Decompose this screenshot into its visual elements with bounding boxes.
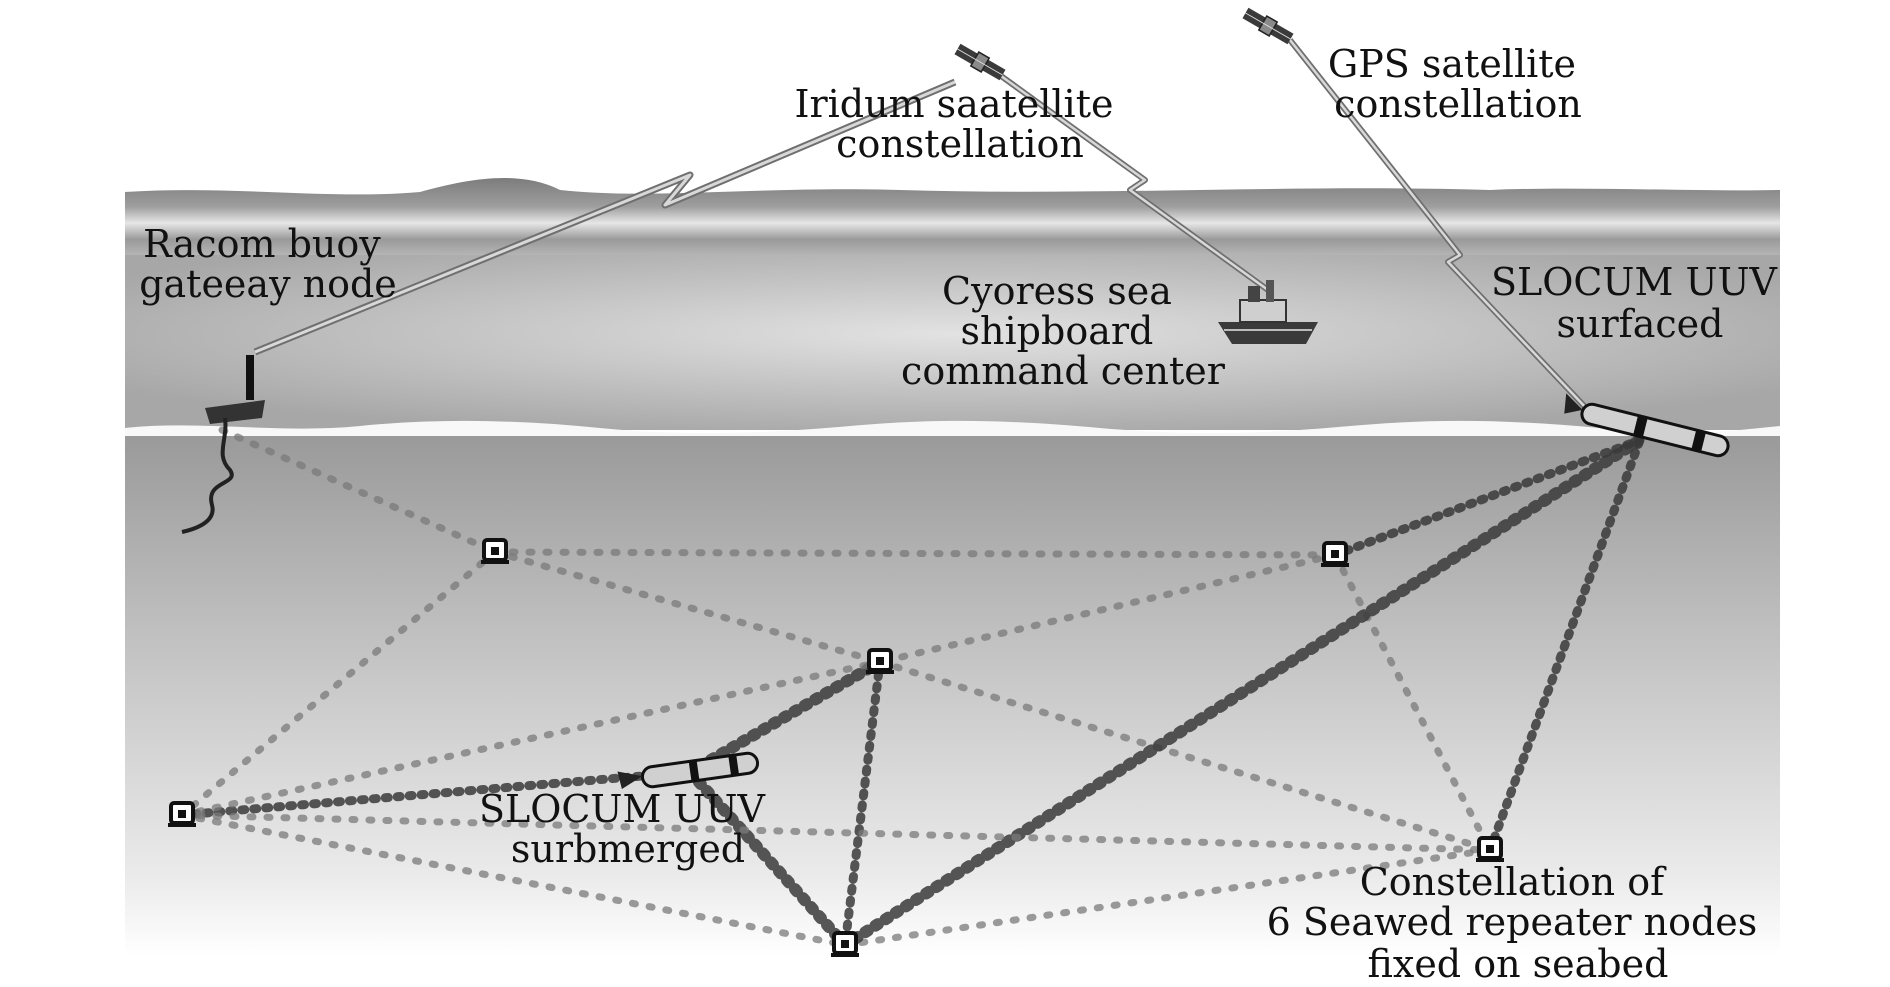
acoustic-link-n1-n2 [491, 548, 1339, 559]
uuv-surfaced-icon [1564, 393, 1730, 458]
repeater-node-icon [168, 801, 196, 827]
acoustic-link-n2-uuvS [1330, 435, 1645, 560]
uuv-surfaced-label: SLOCUM UUV surfaced [1491, 260, 1789, 346]
repeater-nodes [168, 538, 1504, 957]
ship-icon [1218, 280, 1318, 344]
repeater-node-icon [481, 538, 509, 564]
acoustic-link-n3-uuvSub [684, 656, 886, 778]
repeater-node-icon [866, 648, 894, 674]
uuv-submerged-label: SLOCUM UUV surbmerged [479, 787, 777, 871]
buoy-to-iridium-link [253, 78, 957, 356]
satellite-icon [954, 43, 1006, 81]
acoustic-links [177, 426, 1646, 951]
buoy-icon [181, 355, 265, 534]
constellation-label: Constellation of 6 Seawed repeater nodes… [1267, 860, 1770, 986]
sea-surface [125, 255, 1780, 430]
repeater-node-icon [1476, 836, 1504, 862]
acoustic-link-n3-n5 [840, 657, 885, 950]
labels: Iridum saatellite constellation GPS sate… [139, 42, 1789, 986]
iridium-to-ship-link [988, 65, 1270, 293]
acoustic-link-n4-n3 [178, 658, 884, 819]
acoustic-link-n6-uuvS [1485, 435, 1645, 855]
acoustic-link-n4-n6 [178, 811, 1494, 854]
iridium-label: Iridum saatellite constellation [794, 82, 1125, 166]
repeater-node-icon [831, 931, 859, 957]
acoustic-link-buoy-n1 [218, 426, 499, 556]
acoustic-link-n5-uuvS [839, 434, 1646, 951]
radio-links [253, 38, 1591, 413]
acoustic-link-n4-n5 [178, 811, 849, 949]
uuv-submerged-icon [617, 751, 760, 790]
racom-buoy-label: Racom buoy gateeay node [139, 222, 397, 306]
ship-label: Cyoress sea shipboard command center [901, 269, 1226, 393]
waterline [125, 420, 1780, 440]
acoustic-link-n5-uuvSub [684, 766, 851, 951]
gps-to-uuv-link [1287, 38, 1591, 413]
repeater-node-icon [1321, 541, 1349, 567]
acoustic-link-n1-n3 [491, 548, 884, 666]
gps-label: GPS satellite constellation [1328, 42, 1588, 126]
acoustic-link-n4-uuvSub [177, 767, 695, 820]
acoustic-link-n5-n6 [841, 846, 1494, 949]
satellite-icon [1242, 7, 1294, 45]
acoustic-link-n1-n4 [178, 548, 499, 819]
acoustic-link-n3-n6 [876, 658, 1494, 854]
acoustic-link-n2-n3 [876, 551, 1339, 666]
acoustic-link-n2-n6 [1331, 551, 1494, 854]
